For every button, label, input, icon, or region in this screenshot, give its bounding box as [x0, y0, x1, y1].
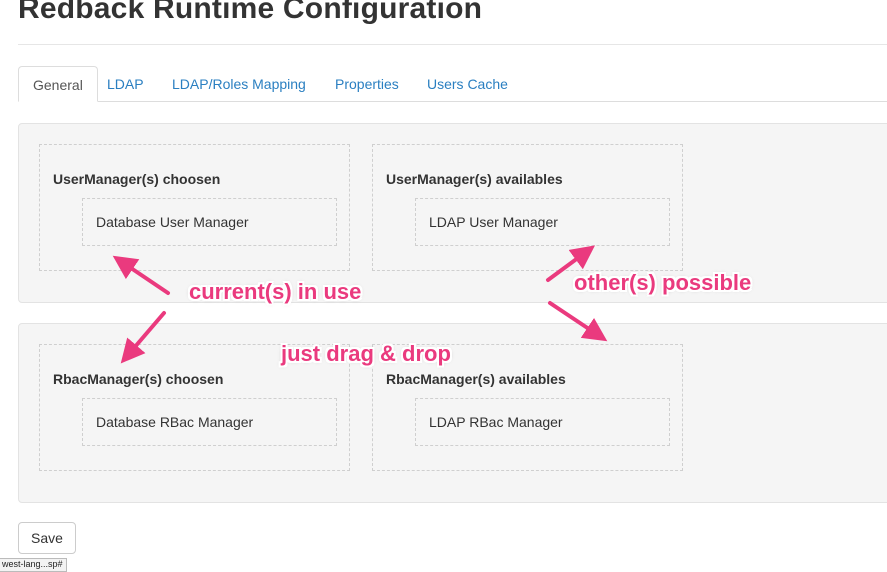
rbac-managers-available-title: RbacManager(s) availables — [386, 371, 566, 387]
user-managers-panel: UserManager(s) choosen Database User Man… — [18, 123, 887, 303]
tab-ldap-roles-mapping[interactable]: LDAP/Roles Mapping — [172, 76, 306, 92]
tab-properties[interactable]: Properties — [335, 76, 399, 92]
annotation-others-possible: other(s) possible — [574, 270, 752, 295]
user-managers-available-zone[interactable]: UserManager(s) availables LDAP User Mana… — [372, 144, 683, 271]
user-managers-chosen-title: UserManager(s) choosen — [53, 171, 221, 187]
rbac-managers-chosen-zone[interactable]: RbacManager(s) choosen Database RBac Man… — [39, 344, 350, 471]
rbac-managers-available-zone[interactable]: RbacManager(s) availables LDAP RBac Mana… — [372, 344, 683, 471]
status-tooltip: west-lang...sp# — [0, 558, 67, 572]
tab-users-cache[interactable]: Users Cache — [427, 76, 508, 92]
tab-ldap[interactable]: LDAP — [107, 76, 144, 92]
tab-bar: General LDAP LDAP/Roles Mapping Properti… — [18, 66, 887, 102]
rbac-managers-chosen-title: RbacManager(s) choosen — [53, 371, 224, 387]
tab-general[interactable]: General — [18, 66, 98, 102]
page-title: Redback Runtime Configuration — [18, 0, 483, 25]
user-managers-chosen-zone[interactable]: UserManager(s) choosen Database User Man… — [39, 144, 350, 271]
save-button[interactable]: Save — [18, 522, 76, 554]
rbac-manager-available-item[interactable]: LDAP RBac Manager — [415, 398, 670, 446]
user-manager-available-item[interactable]: LDAP User Manager — [415, 198, 670, 246]
rbac-managers-panel: RbacManager(s) choosen Database RBac Man… — [18, 323, 887, 503]
title-divider — [18, 44, 887, 45]
annotation-drag-drop: just drag & drop — [281, 341, 451, 366]
rbac-manager-chosen-item[interactable]: Database RBac Manager — [82, 398, 337, 446]
user-managers-available-title: UserManager(s) availables — [386, 171, 563, 187]
annotation-current-in-use: current(s) in use — [189, 279, 362, 304]
user-manager-chosen-item[interactable]: Database User Manager — [82, 198, 337, 246]
